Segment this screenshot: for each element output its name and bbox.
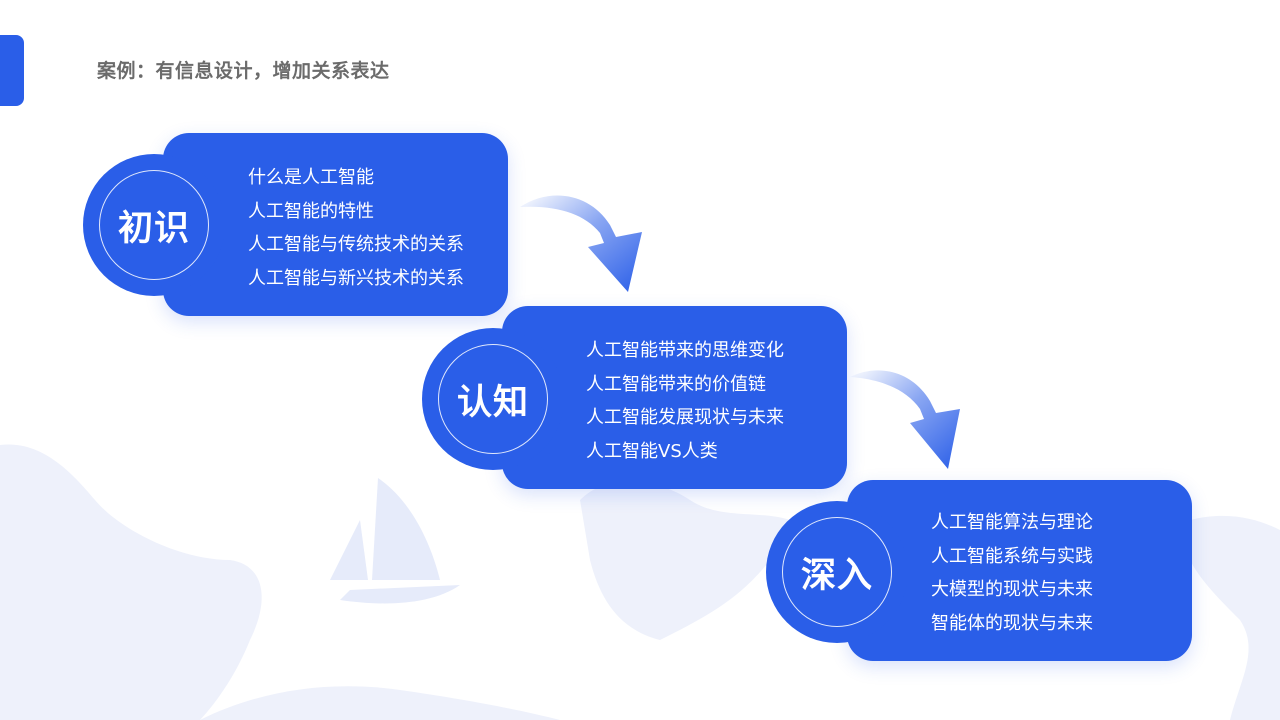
topic-item: 智能体的现状与未来 bbox=[931, 612, 1093, 634]
stage-ring: 深入 bbox=[782, 517, 892, 627]
background-cloud-mid bbox=[580, 481, 790, 640]
topic-item: 人工智能与新兴技术的关系 bbox=[248, 267, 464, 289]
topic-item: 人工智能发展现状与未来 bbox=[586, 407, 784, 428]
stage-label: 初识 bbox=[117, 208, 190, 249]
stage-3: 深入 人工智能算法与理论 人工智能系统与实践 大模型的现状与未来 智能体的现状与… bbox=[766, 480, 1196, 665]
stage-circle: 初识 bbox=[83, 154, 225, 296]
background-hill-bottom bbox=[200, 686, 560, 720]
stage-2: 认知 人工智能带来的思维变化 人工智能带来的价值链 人工智能发展现状与未来 人工… bbox=[422, 306, 852, 491]
curved-down-arrow-icon bbox=[520, 195, 642, 292]
accent-tab bbox=[0, 35, 24, 106]
stage-ring: 初识 bbox=[99, 170, 209, 280]
stage-1: 初识 什么是人工智能 人工智能的特性 人工智能与传统技术的关系 人工智能与新兴技… bbox=[83, 133, 513, 318]
topic-item: 人工智能VS人类 bbox=[586, 440, 718, 462]
stage-circle: 深入 bbox=[766, 501, 908, 643]
page-title: 案例：有信息设计，增加关系表达 bbox=[97, 60, 390, 82]
stage-label: 深入 bbox=[800, 555, 873, 596]
stage-circle: 认知 bbox=[422, 328, 564, 470]
background-cloud-right bbox=[1190, 515, 1280, 720]
sailboat-illustration bbox=[330, 478, 460, 604]
topic-item: 人工智能带来的思维变化 bbox=[586, 340, 784, 361]
curved-down-arrow-icon bbox=[850, 370, 960, 469]
stage-ring: 认知 bbox=[438, 344, 548, 454]
stage-topic-list: 人工智能算法与理论 人工智能系统与实践 大模型的现状与未来 智能体的现状与未来 bbox=[931, 506, 1093, 640]
stage-label: 认知 bbox=[456, 382, 529, 423]
topic-item: 大模型的现状与未来 bbox=[931, 579, 1093, 600]
stage-topic-list: 人工智能带来的思维变化 人工智能带来的价值链 人工智能发展现状与未来 人工智能V… bbox=[586, 334, 784, 468]
topic-item: 人工智能系统与实践 bbox=[931, 545, 1093, 567]
background-cloud-left bbox=[0, 444, 262, 720]
topic-item: 什么是人工智能 bbox=[248, 167, 374, 188]
topic-item: 人工智能带来的价值链 bbox=[586, 373, 766, 395]
topic-item: 人工智能算法与理论 bbox=[931, 512, 1093, 533]
topic-item: 人工智能与传统技术的关系 bbox=[248, 234, 464, 255]
stage-topic-list: 什么是人工智能 人工智能的特性 人工智能与传统技术的关系 人工智能与新兴技术的关… bbox=[248, 161, 464, 295]
topic-item: 人工智能的特性 bbox=[248, 200, 374, 222]
